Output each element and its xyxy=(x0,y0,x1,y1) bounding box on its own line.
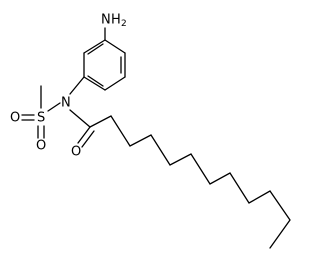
benzene-ring xyxy=(83,39,126,91)
amine-h-label: H xyxy=(111,13,121,28)
sulfonyl-o-left-label: O xyxy=(10,111,20,126)
sulfur-label: S xyxy=(37,111,45,126)
molecule-diagram: N H 2 N S O O O xyxy=(10,13,291,249)
bond-n-carbonyl xyxy=(69,109,91,128)
bond-s-o-bottom xyxy=(37,125,45,139)
bond-s-o-left xyxy=(21,114,35,121)
sulfonyl-o-bottom-label: O xyxy=(36,139,46,154)
bond-carbonyl-o xyxy=(77,126,95,148)
structure-canvas: N H 2 N S O O O xyxy=(10,13,291,249)
amine-h-count: 2 xyxy=(121,19,127,29)
sulfonamide-n-label: N xyxy=(61,96,71,111)
amine-n-label: N xyxy=(101,13,111,28)
bond-ring-n xyxy=(69,76,85,95)
carbonyl-o-label: O xyxy=(71,145,81,160)
alkyl-chain xyxy=(89,115,291,249)
bond-n-s xyxy=(47,102,61,112)
